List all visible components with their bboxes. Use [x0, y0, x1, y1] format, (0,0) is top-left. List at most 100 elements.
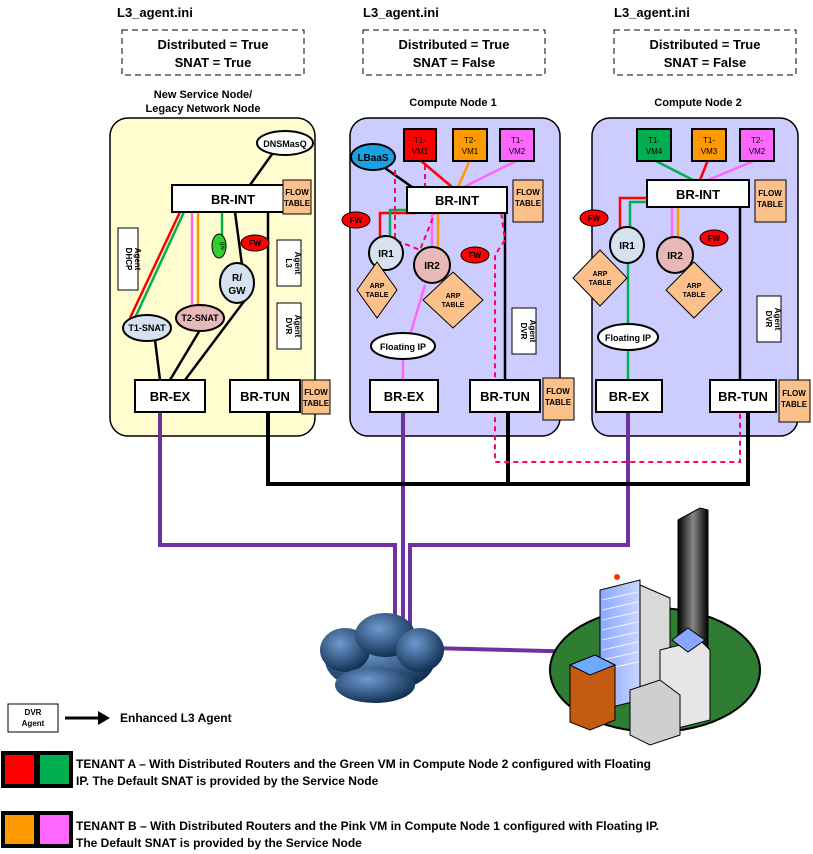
tenant-b-line-2: The Default SNAT is provided by the Serv… [76, 836, 362, 850]
config-file-label: L3_agent.ini [614, 5, 690, 20]
svg-text:FLOW: FLOW [782, 389, 806, 398]
c2-flow-table-2: FLOW TABLE [778, 379, 811, 423]
c2-br-tun [709, 379, 777, 413]
c2-flow-table: FLOW TABLE [754, 179, 787, 223]
svg-text:T1-: T1- [511, 136, 523, 145]
config-snat: SNAT = False [664, 55, 746, 70]
service-br-int-label: BR-INT [211, 192, 255, 207]
rgw-router [219, 262, 255, 304]
svg-text:FLOW: FLOW [758, 189, 782, 198]
tenant-a-red-swatch [1, 751, 38, 788]
svg-text:R/: R/ [232, 273, 242, 284]
c2-arp-table-2: ARP TABLE [665, 261, 723, 319]
svg-text:LBaaS: LBaaS [357, 153, 388, 164]
svg-text:FW: FW [469, 251, 482, 260]
svg-text:Agent: Agent [22, 719, 45, 728]
compute-node-1-title: Compute Node 1 [409, 97, 496, 109]
svg-text:VM1: VM1 [462, 147, 479, 156]
svg-text:T2-: T2- [464, 136, 476, 145]
c1-dvr-agent: DVR Agent [511, 307, 537, 355]
svg-text:VM1: VM1 [412, 147, 429, 156]
service-br-tun [229, 379, 301, 413]
svg-text:L3: L3 [284, 258, 293, 268]
service-flow-table-2: FLOW TABLE [301, 379, 331, 415]
service-fw [240, 234, 270, 252]
svg-text:TABLE: TABLE [781, 400, 808, 409]
svg-text:FLOW: FLOW [546, 387, 570, 396]
svg-text:Agent: Agent [293, 315, 302, 338]
lbaas-node [350, 143, 396, 171]
svg-text:FW: FW [249, 239, 262, 248]
config-snat: SNAT = False [413, 55, 495, 70]
c1-arp-table-1: ARP TABLE [356, 261, 398, 319]
svg-text:Agent: Agent [773, 308, 782, 331]
svg-text:BR-TUN: BR-TUN [480, 389, 530, 404]
svg-text:Agent: Agent [133, 248, 142, 271]
config-snat: SNAT = True [175, 55, 252, 70]
legend-dvr-box [7, 703, 59, 733]
c2-vm-t1-vm4: T1- VM4 [636, 128, 672, 162]
svg-text:FW: FW [350, 216, 363, 225]
tenant-b-pink-swatch [36, 811, 73, 848]
c2-ir1 [609, 226, 645, 264]
svg-text:DVR: DVR [25, 708, 42, 717]
c1-vm-t1-vm2: T1- VM2 [499, 128, 535, 162]
svg-text:FW: FW [708, 234, 721, 243]
svg-text:DVR: DVR [284, 318, 293, 335]
svg-text:BR-TUN: BR-TUN [240, 389, 290, 404]
svg-text:VM2: VM2 [749, 147, 766, 156]
c2-vm-t1-vm3: T1- VM3 [691, 128, 727, 162]
c1-vm-t2-vm1: T2- VM1 [452, 128, 488, 162]
t2-snat [175, 304, 225, 332]
svg-text:FLOW: FLOW [285, 188, 309, 197]
svg-text:Floating IP: Floating IP [605, 333, 651, 343]
svg-text:VM2: VM2 [509, 147, 526, 156]
svg-text:FLOW: FLOW [516, 188, 540, 197]
config-distributed: Distributed = True [158, 37, 269, 52]
l3-agent-box: L3 Agent [276, 239, 302, 287]
c1-arp-table-2: ARP TABLE [422, 271, 484, 329]
svg-text:Agent: Agent [528, 320, 537, 343]
legend: DVR Agent Enhanced L3 Agent TENANT A – W… [1, 703, 659, 850]
c2-fw-1 [579, 209, 609, 227]
tenant-b-line-1: TENANT B – With Distributed Routers and … [76, 819, 659, 833]
svg-text:FW: FW [588, 214, 601, 223]
c1-flow-table-2: FLOW TABLE [542, 377, 575, 421]
tenant-a-green-swatch [36, 751, 73, 788]
c1-br-ex [369, 379, 439, 413]
svg-text:DVR: DVR [764, 311, 773, 328]
config-distributed: Distributed = True [399, 37, 510, 52]
city-datacenter-icon [549, 507, 761, 746]
svg-text:IR2: IR2 [667, 251, 683, 262]
c2-vm-t2-vm2: T2- VM2 [739, 128, 775, 162]
svg-text:T2-SNAT: T2-SNAT [181, 313, 219, 323]
c1-br-int [406, 186, 508, 214]
config-distributed: Distributed = True [650, 37, 761, 52]
c1-fw-2 [460, 246, 490, 264]
service-br-int [171, 184, 295, 213]
svg-text:BR-EX: BR-EX [609, 389, 650, 404]
dnsmasq-node [256, 130, 314, 156]
compute-node-2-internals: T1- VM4 T1- VM3 T2- VM2 BR-INT FLOW TABL… [572, 128, 811, 423]
svg-text:DVR: DVR [519, 323, 528, 340]
compute-node-1-internals: T1- VM1 T2- VM1 T1- VM2 LBaaS BR-INT FLO… [341, 128, 741, 463]
service-dvr-agent-box: DVR Agent [276, 302, 302, 350]
c2-dvr-agent: DVR Agent [756, 295, 782, 343]
service-node-title-2: Legacy Network Node [146, 103, 261, 115]
svg-text:BR-TUN: BR-TUN [718, 389, 768, 404]
c1-ir2 [413, 246, 451, 284]
c2-fw-2 [699, 229, 729, 247]
service-br-ex [134, 379, 206, 413]
c2-arp-table-1: ARP TABLE [572, 249, 628, 307]
dhcp-agent-box: DHCP Agent [117, 227, 142, 291]
svg-text:Floating IP: Floating IP [380, 342, 426, 352]
svg-text:T1-SNAT: T1-SNAT [128, 323, 166, 333]
service-flow-table: FLOW TABLE [282, 179, 312, 215]
t1-snat [122, 314, 172, 342]
service-green-gw [211, 233, 227, 259]
svg-text:ARP: ARP [446, 293, 461, 300]
svg-text:TABLE: TABLE [303, 399, 330, 408]
svg-text:TABLE: TABLE [442, 302, 465, 309]
config-compute-node-1: L3_agent.ini Distributed = True SNAT = F… [362, 5, 546, 76]
